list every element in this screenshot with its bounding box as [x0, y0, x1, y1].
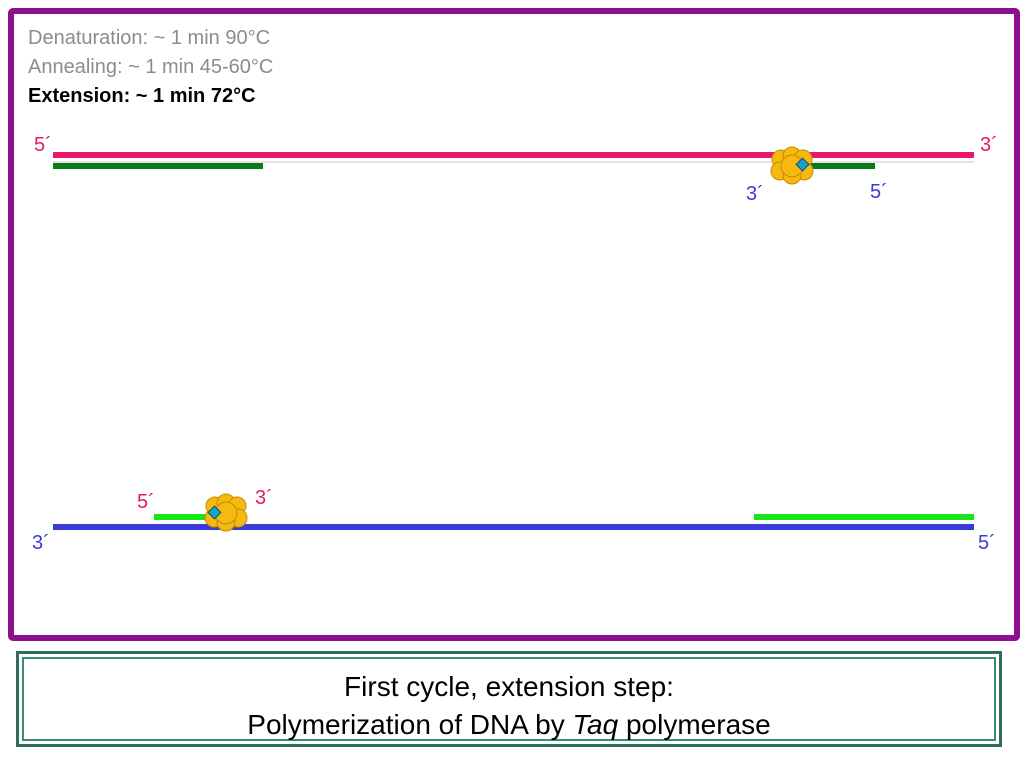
bottom-left-end-label: 3´ — [32, 532, 50, 554]
top-left-end-label: 5´ — [34, 134, 52, 156]
step-denaturation: Denaturation: ~ 1 min 90°C — [28, 27, 271, 49]
caption: First cycle, extension step: Polymerizat… — [19, 668, 999, 744]
step-extension: Extension: ~ 1 min 72°C — [28, 85, 256, 107]
diagram-frame — [8, 8, 1020, 641]
pcr-step-list: Denaturation: ~ 1 min 90°C Annealing: ~ … — [28, 24, 273, 111]
top-primer-3-label: 3´ — [746, 183, 764, 205]
bottom-right-end-label: 5´ — [978, 532, 996, 554]
taq-polymerase-icon — [204, 493, 248, 532]
caption-line-2-suffix: polymerase — [618, 709, 771, 740]
caption-line-2: Polymerization of DNA by Taq polymerase — [19, 706, 999, 744]
caption-line-1: First cycle, extension step: — [344, 671, 674, 702]
caption-taq-italic: Taq — [572, 709, 619, 740]
top-right-end-label: 3´ — [980, 134, 998, 156]
caption-line-2-prefix: Polymerization of DNA by — [247, 709, 573, 740]
top-primer-5-label: 5´ — [870, 181, 888, 203]
step-annealing: Annealing: ~ 1 min 45-60°C — [28, 56, 274, 78]
taq-polymerase-icon — [770, 146, 814, 185]
bottom-primer-5-label: 5´ — [137, 491, 155, 513]
bottom-primer-3-label: 3´ — [255, 487, 273, 509]
caption-box: First cycle, extension step: Polymerizat… — [16, 651, 1002, 747]
